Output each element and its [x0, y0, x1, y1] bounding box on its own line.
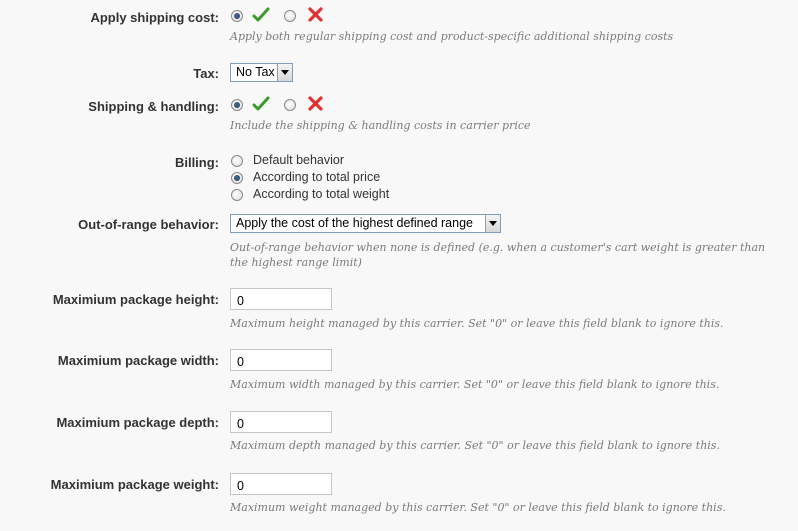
- billing-option[interactable]: Default behavior: [230, 153, 530, 170]
- check-icon[interactable]: [252, 96, 270, 112]
- chevron-down-icon[interactable]: [485, 215, 500, 232]
- chevron-down-icon[interactable]: [277, 64, 292, 81]
- cross-icon[interactable]: [307, 7, 325, 23]
- out-of-range-select[interactable]: Apply the cost of the highest defined ra…: [230, 214, 501, 233]
- tax-label: Tax:: [193, 66, 219, 81]
- check-icon[interactable]: [252, 7, 270, 23]
- apply-shipping-cost-label: Apply shipping cost:: [90, 10, 219, 25]
- max-height-input[interactable]: [230, 288, 332, 310]
- billing-total-weight-radio[interactable]: [231, 189, 243, 201]
- max-width-input[interactable]: [230, 349, 332, 371]
- max-weight-input[interactable]: [230, 473, 332, 495]
- max-width-hint: Maximum width managed by this carrier. S…: [230, 378, 720, 391]
- billing-option-label: Default behavior: [253, 153, 345, 167]
- max-weight-hint: Maximum weight managed by this carrier. …: [230, 501, 726, 514]
- max-depth-label: Maximium package depth:: [56, 415, 219, 430]
- apply-shipping-cost-no-radio[interactable]: [284, 10, 296, 22]
- shipping-handling-hint: Include the shipping & handling costs in…: [230, 119, 531, 132]
- billing-label: Billing:: [174, 155, 219, 170]
- billing-option[interactable]: According to total weight: [230, 187, 530, 204]
- max-height-hint: Maximum height managed by this carrier. …: [230, 317, 724, 330]
- max-width-label: Maximium package width:: [57, 353, 219, 368]
- shipping-handling-yes-radio[interactable]: [231, 99, 243, 111]
- max-weight-label: Maximium package weight:: [50, 477, 219, 492]
- tax-select-value: No Tax: [236, 65, 275, 79]
- billing-total-price-radio[interactable]: [231, 172, 243, 184]
- shipping-handling-no-radio[interactable]: [284, 99, 296, 111]
- apply-shipping-cost-hint: Apply both regular shipping cost and pro…: [230, 30, 674, 43]
- max-height-label: Maximium package height:: [52, 292, 219, 307]
- billing-option-label: According to total price: [253, 170, 381, 184]
- out-of-range-hint-line2: the highest range limit): [230, 256, 362, 269]
- shipping-handling-label: Shipping & handling:: [88, 99, 219, 114]
- out-of-range-select-value: Apply the cost of the highest defined ra…: [236, 216, 473, 230]
- billing-default-radio[interactable]: [231, 155, 243, 167]
- max-depth-hint: Maximum depth managed by this carrier. S…: [230, 439, 720, 452]
- apply-shipping-cost-yes-radio[interactable]: [231, 10, 243, 22]
- tax-select[interactable]: No Tax: [230, 63, 293, 82]
- billing-option[interactable]: According to total price: [230, 170, 530, 187]
- cross-icon[interactable]: [307, 96, 325, 112]
- billing-option-label: According to total weight: [253, 187, 390, 201]
- out-of-range-label: Out-of-range behavior:: [78, 217, 219, 232]
- max-depth-input[interactable]: [230, 411, 332, 433]
- out-of-range-hint-line1: Out-of-range behavior when none is defin…: [230, 241, 766, 254]
